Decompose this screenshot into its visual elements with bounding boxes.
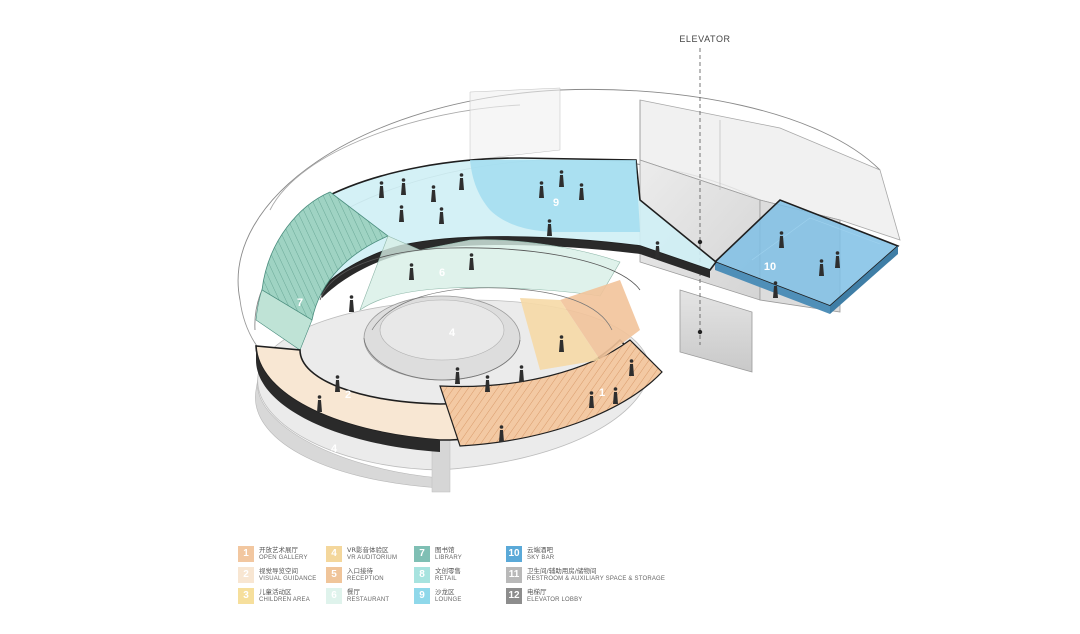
legend: 1 开放艺术展厅 OPEN GALLERY 2 视觉导览空间 VISUAL GU… — [238, 546, 678, 608]
legend-en-label: LIBRARY — [435, 555, 462, 561]
zone-label-auditorium: 4 — [449, 327, 456, 339]
elevator-stop-marker — [697, 239, 703, 245]
legend-swatch: 2 — [238, 567, 254, 583]
legend-swatch: 10 — [506, 546, 522, 562]
legend-item: 7 图书馆 LIBRARY — [414, 546, 524, 564]
legend-item: 12 电梯厅 ELEVATOR LOBBY — [506, 588, 678, 606]
legend-cn-label: 图书馆 — [435, 546, 455, 554]
legend-en-label: SKY BAR — [527, 555, 555, 561]
legend-cn-label: VR影音体验区 — [347, 546, 389, 554]
legend-cn-label: 开放艺术展厅 — [259, 546, 298, 554]
legend-item: 10 云端酒吧 SKY BAR — [506, 546, 678, 564]
legend-cn-label: 入口接待 — [347, 567, 373, 575]
legend-cn-label: 沙龙区 — [435, 588, 455, 596]
legend-item: 2 视觉导览空间 VISUAL GUIDANCE — [238, 567, 348, 585]
inner-ring-edge — [371, 287, 613, 331]
legend-item: 5 入口接待 RECEPTION — [326, 567, 436, 585]
legend-en-label: OPEN GALLERY — [259, 555, 308, 561]
legend-item: 6 餐厅 RESTAURANT — [326, 588, 436, 606]
lounge-ramp — [319, 157, 718, 298]
elevator-stop-marker — [697, 329, 703, 335]
legend-swatch: 3 — [238, 588, 254, 604]
zone-label-library: 7 — [297, 297, 303, 309]
legend-cn-label: 视觉导览空间 — [259, 567, 298, 575]
elevator-core — [679, 48, 753, 373]
legend-en-label: VISUAL GUIDANCE — [259, 576, 317, 582]
zone-label-sky-bar: 10 — [764, 261, 776, 273]
legend-swatch: 12 — [506, 588, 522, 604]
open-gallery-stairs — [439, 280, 663, 447]
legend-item: 8 文创零售 RETAIL — [414, 567, 524, 585]
elevator-label: ELEVATOR — [679, 34, 730, 44]
legend-swatch: 11 — [506, 567, 522, 583]
legend-cn-label: 电梯厅 — [527, 588, 547, 596]
legend-swatch: 9 — [414, 588, 430, 604]
legend-cn-label: 云端酒吧 — [527, 546, 553, 554]
legend-en-label: LOUNGE — [435, 597, 462, 603]
legend-swatch: 5 — [326, 567, 342, 583]
zone-label-lounge: 9 — [553, 197, 559, 209]
legend-item: 1 开放艺术展厅 OPEN GALLERY — [238, 546, 348, 564]
auditorium-bowl — [363, 295, 521, 381]
legend-item: 4 VR影音体验区 VR AUDITORIUM — [326, 546, 436, 564]
legend-item: 11 卫生间/辅助用房/储物间 RESTROOM & AUXILIARY SPA… — [506, 567, 678, 585]
legend-cn-label: 文创零售 — [435, 567, 461, 575]
inner-ring-edge — [319, 247, 641, 301]
sky-bar-zone — [713, 199, 900, 314]
legend-en-label: ELEVATOR LOBBY — [527, 597, 583, 603]
envelope-panel — [469, 87, 561, 161]
legend-cn-label: 儿童活动区 — [259, 588, 292, 596]
legend-en-label: RETAIL — [435, 576, 457, 582]
legend-en-label: VR AUDITORIUM — [347, 555, 398, 561]
legend-swatch: 7 — [414, 546, 430, 562]
legend-cn-label: 餐厅 — [347, 588, 360, 596]
legend-swatch: 1 — [238, 546, 254, 562]
people-figures — [317, 170, 840, 442]
legend-cn-label: 卫生间/辅助用房/储物间 — [527, 567, 597, 575]
zone-label-open-gallery: 1 — [599, 387, 605, 399]
legend-en-label: RESTROOM & AUXILIARY SPACE & STORAGE — [527, 576, 666, 582]
legend-en-label: CHILDREN AREA — [259, 597, 310, 603]
legend-en-label: RESTAURANT — [347, 597, 390, 603]
zone-label-lower-floor: 4 — [331, 443, 338, 455]
legend-swatch: 6 — [326, 588, 342, 604]
legend-swatch: 4 — [326, 546, 342, 562]
legend-en-label: RECEPTION — [347, 576, 384, 582]
zone-label-restaurant: 6 — [439, 267, 445, 279]
legend-swatch: 8 — [414, 567, 430, 583]
legend-item: 9 沙龙区 LOUNGE — [414, 588, 524, 606]
zone-label-visual-guidance: 2 — [345, 389, 351, 401]
legend-item: 3 儿童活动区 CHILDREN AREA — [238, 588, 348, 606]
